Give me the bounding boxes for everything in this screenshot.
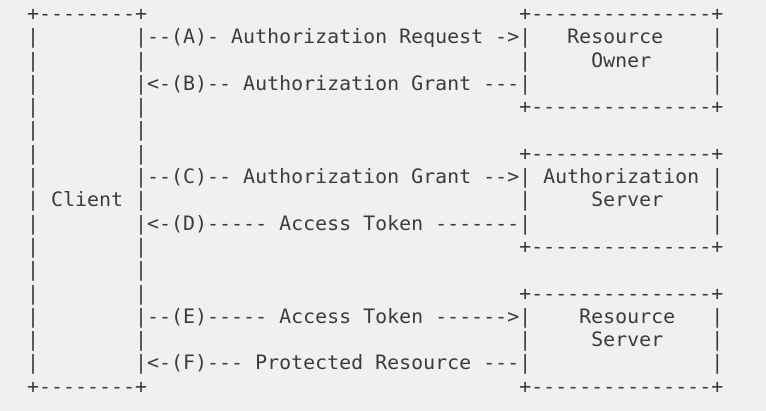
oauth-abstract-flow-ascii-diagram: +--------+ +---------------+ | |--(A)- A… (27, 1, 724, 398)
